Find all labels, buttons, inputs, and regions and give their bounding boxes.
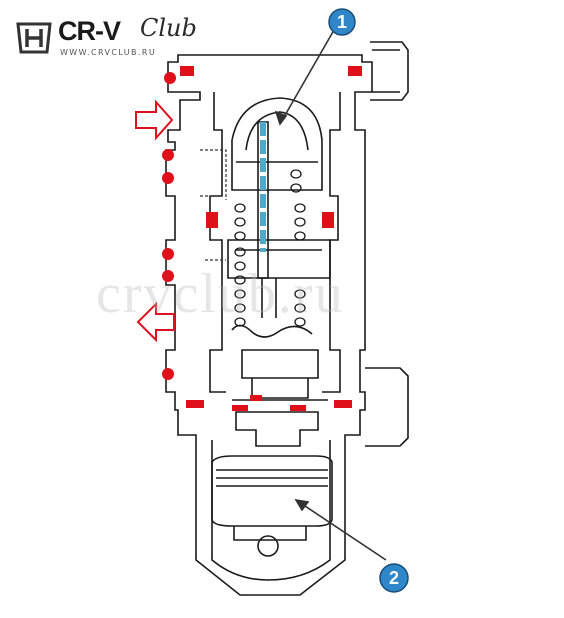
honda-emblem-icon (16, 22, 52, 54)
gasket-seal (334, 400, 352, 408)
outlet-arrow-icon (136, 301, 175, 343)
flow-arrows (135, 99, 175, 343)
gasket-seal (348, 66, 362, 76)
gasket-seal (250, 395, 262, 401)
seal-markers (162, 66, 362, 411)
callout-1: 1 (328, 8, 356, 36)
callout-2: 2 (379, 563, 409, 593)
callout-leaders (274, 29, 387, 561)
gasket-seal (232, 405, 248, 411)
oring-seal-icon (164, 72, 176, 84)
oring-seal-icon (162, 248, 174, 260)
gasket-seal (290, 405, 306, 411)
gasket-seal (180, 66, 194, 76)
valve-body-outline (165, 41, 409, 596)
logo-brand-text: CR-V (58, 16, 121, 46)
spring-coils (234, 169, 306, 327)
gasket-seal (322, 212, 334, 228)
oring-seal-icon (162, 149, 174, 161)
oring-seal-icon (162, 270, 174, 282)
logo-url-text: WWW.CRVCLUB.RU (60, 48, 157, 57)
logo-script-text: Club (140, 14, 197, 42)
oring-seal-icon (162, 172, 174, 184)
oring-seal-icon (162, 368, 174, 380)
watermark-text: crvclub.ru (96, 263, 345, 325)
gasket-seal (206, 212, 218, 228)
crvclub-logo: CR-V Club WWW.CRVCLUB.RU (14, 14, 204, 64)
callout-1-label: 1 (337, 12, 347, 32)
gasket-seal (186, 400, 204, 408)
flow-passage (200, 149, 227, 261)
inlet-arrow-icon (135, 99, 174, 141)
callout-2-label: 2 (389, 568, 399, 588)
